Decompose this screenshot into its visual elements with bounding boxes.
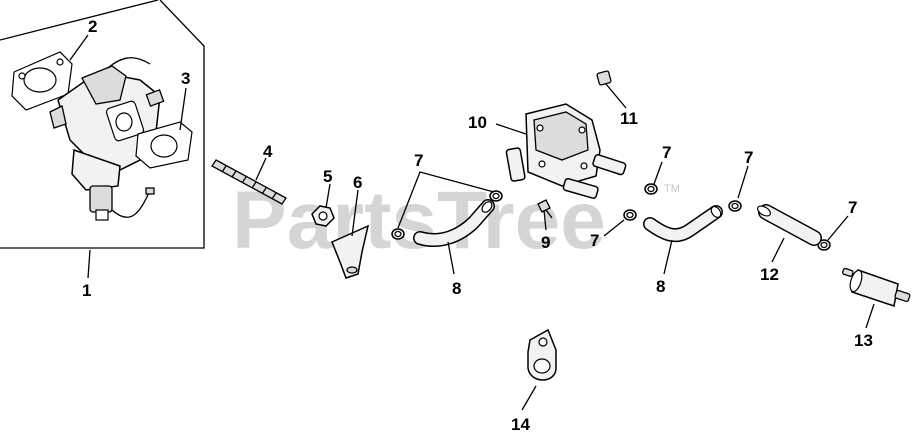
leader-lines — [69, 34, 875, 411]
part-bracket-6 — [331, 224, 370, 279]
part-clamp-7-pump — [623, 209, 637, 221]
callout-2: 2 — [88, 17, 97, 36]
callout-14: 14 — [511, 415, 530, 434]
part-stud-4 — [211, 159, 287, 205]
callout-7-far-right: 7 — [848, 198, 857, 217]
callout-7-right: 7 — [744, 148, 753, 167]
watermark-trademark: TM — [664, 183, 680, 195]
callout-7-center: 7 — [662, 143, 671, 162]
part-gasket-2 — [11, 51, 73, 111]
callout-12: 12 — [760, 265, 779, 284]
part-clamp-7-right — [728, 200, 742, 212]
carburetor-assembly-box — [0, 0, 205, 249]
callout-4: 4 — [263, 142, 273, 161]
part-clamp-7-far-right — [817, 239, 831, 251]
part-clamp-14 — [527, 328, 557, 381]
callout-9: 9 — [541, 233, 550, 252]
part-screw-9 — [537, 199, 553, 219]
callout-8-left: 8 — [452, 279, 461, 298]
part-gasket-3 — [135, 121, 193, 169]
part-clamp-7-upper — [489, 190, 503, 202]
part-fuel-pump-10 — [505, 103, 627, 199]
part-clip-11 — [596, 70, 612, 86]
callout-11: 11 — [620, 109, 638, 128]
callout-6: 6 — [353, 173, 362, 192]
part-clamp-7-left — [391, 228, 405, 240]
callout-7-hose-left: 7 — [414, 151, 423, 170]
callout-7-pump: 7 — [590, 231, 599, 250]
part-clamp-7-center — [644, 183, 658, 195]
callout-8-right: 8 — [656, 277, 665, 296]
part-hose-8-right — [643, 205, 723, 243]
part-hose-8-left — [413, 199, 495, 247]
part-carburetor-1 — [49, 57, 165, 221]
part-fuel-filter-13 — [842, 267, 911, 307]
callout-5: 5 — [323, 167, 332, 186]
callout-3: 3 — [181, 69, 190, 88]
callout-labels: 2 3 1 4 5 6 7 8 10 11 9 7 7 8 7 12 7 13 … — [82, 17, 873, 434]
part-nut-5 — [311, 205, 335, 227]
callout-10: 10 — [468, 113, 487, 132]
watermark-text: PartsTree — [232, 175, 606, 266]
callout-13: 13 — [854, 331, 873, 350]
part-hose-12 — [757, 204, 822, 246]
callout-1: 1 — [82, 281, 91, 300]
watermark: PartsTree TM — [232, 175, 680, 266]
